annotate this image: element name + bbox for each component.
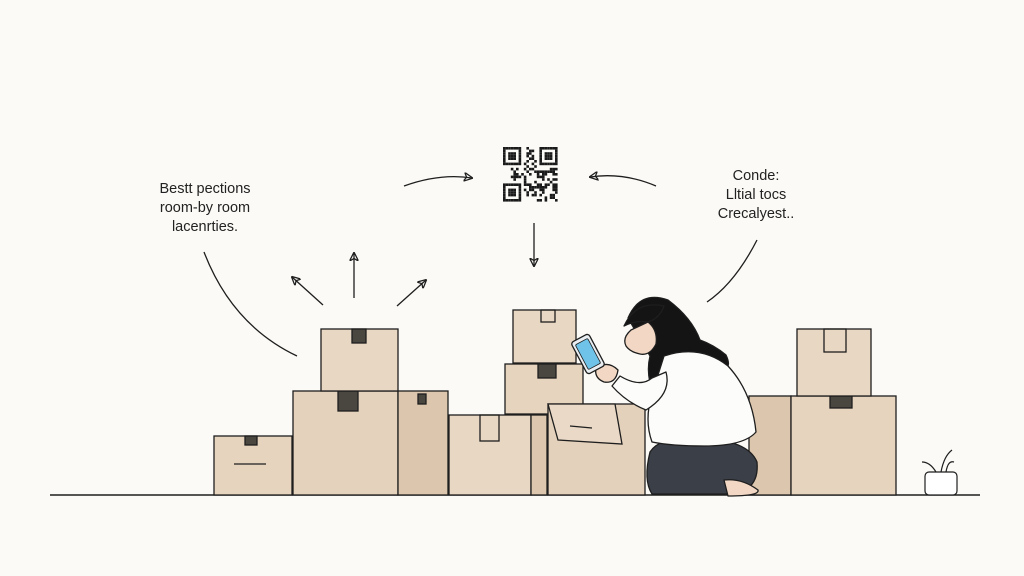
caption-line: room-by room <box>159 200 251 216</box>
arm <box>611 371 668 411</box>
caption-line: Conde: <box>732 168 780 184</box>
phone-icon <box>571 333 605 375</box>
caption-line: lacenrties. <box>171 219 239 235</box>
cardboard-box <box>504 363 584 415</box>
cardboard-box <box>512 309 577 364</box>
cardboard-box <box>320 328 399 392</box>
caption-line: Lltial tocs <box>725 187 787 203</box>
arrows <box>292 176 657 307</box>
cardboard-box <box>796 328 872 397</box>
face <box>624 321 657 355</box>
hair-fringe <box>623 304 665 327</box>
qr-code-icon <box>503 147 558 202</box>
caption-codes: Conde: Lltial tocs Crecalyest.. <box>700 167 812 224</box>
connector-arc-left <box>203 251 298 357</box>
caption-room-by-room: Bestt pections room-by room lacenrties. <box>140 180 270 237</box>
shirt <box>647 351 757 447</box>
cardboard-box <box>547 403 646 496</box>
arrow-icon <box>292 277 324 306</box>
plant-pot-icon <box>921 449 958 496</box>
connector-arc-right <box>706 239 758 303</box>
cardboard-box <box>292 390 449 496</box>
woman-figure <box>571 296 759 497</box>
hand <box>595 363 619 383</box>
arrow-icon <box>403 177 472 187</box>
caption-line: Crecalyest.. <box>717 206 795 222</box>
foot <box>723 479 759 497</box>
cardboard-box <box>213 435 293 496</box>
arrow-icon <box>396 280 426 307</box>
box-stack <box>213 309 897 496</box>
cardboard-box <box>748 395 897 496</box>
arrow-icon <box>590 176 657 187</box>
caption-line: Bestt pections <box>159 181 251 197</box>
cardboard-box <box>448 414 548 496</box>
